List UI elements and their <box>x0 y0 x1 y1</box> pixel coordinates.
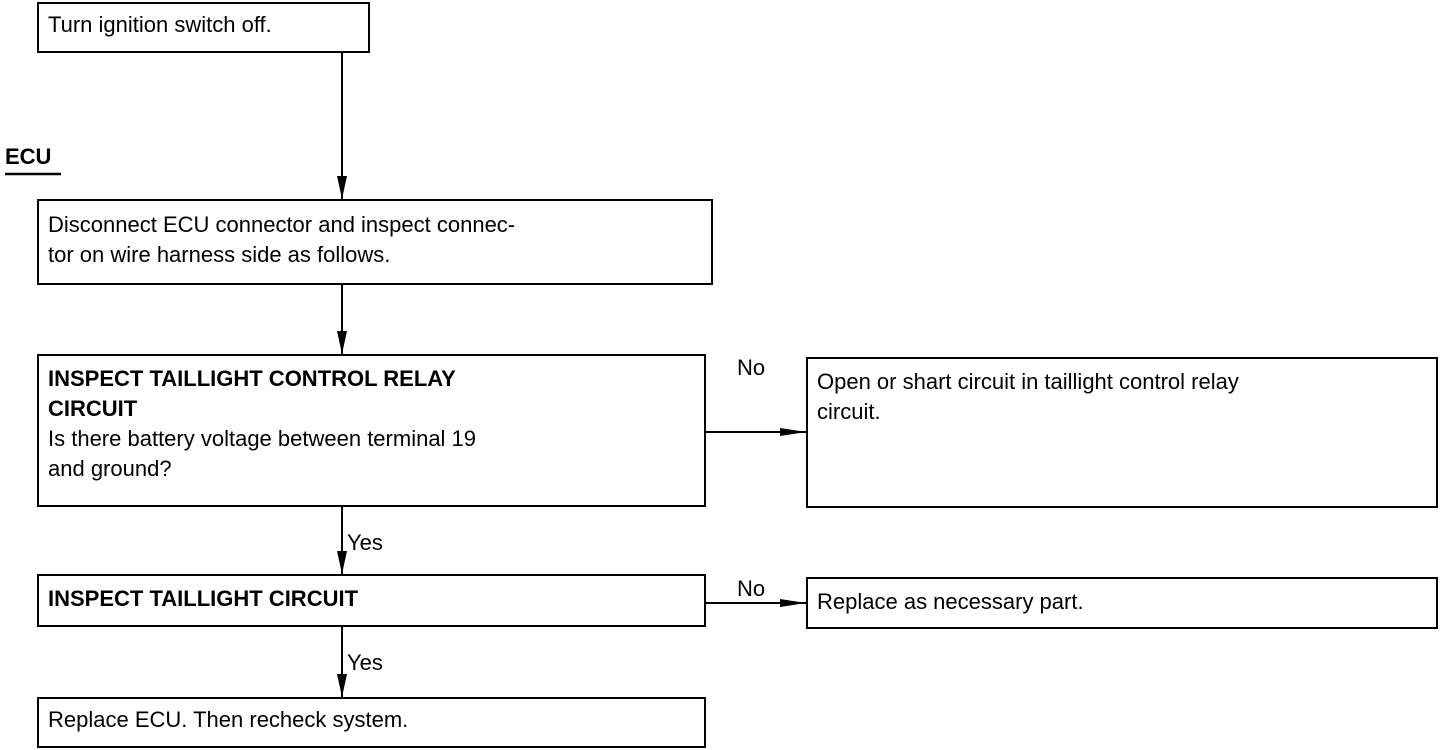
step-inspect-relay: INSPECT TAILLIGHT CONTROL RELAY CIRCUIT … <box>37 354 706 507</box>
arrow-down-icon <box>337 674 347 697</box>
arrow-down-icon <box>337 551 347 574</box>
arrow-right-icon <box>780 428 806 436</box>
result-text: Open or shart circuit in taillight contr… <box>817 369 1239 424</box>
branch-no-label: No <box>737 355 766 380</box>
arrow-right-icon <box>780 599 806 607</box>
result-relay-no: Open or shart circuit in taillight contr… <box>806 357 1438 508</box>
section-label: ECU <box>5 144 52 169</box>
arrow-down-icon <box>337 331 347 354</box>
branch-yes-label: Yes <box>347 530 383 555</box>
step-inspect-taillight: INSPECT TAILLIGHT CIRCUIT <box>37 574 706 627</box>
step-turn-off: Turn ignition switch off. <box>37 2 370 53</box>
step-disconnect: Disconnect ECU connector and inspect con… <box>37 199 713 285</box>
step-question: Is there battery voltage between termina… <box>48 426 477 481</box>
step-text: Disconnect ECU connector and inspect con… <box>48 212 516 267</box>
step-title: INSPECT TAILLIGHT CIRCUIT <box>48 586 359 611</box>
branch-yes-label: Yes <box>347 650 383 675</box>
step-final: Replace ECU. Then recheck system. <box>37 697 706 748</box>
step-text: Turn ignition switch off. <box>48 12 272 37</box>
branch-no-label: No <box>737 576 766 601</box>
step-text: Replace ECU. Then recheck system. <box>48 707 409 732</box>
result-text: Replace as necessary part. <box>817 589 1084 614</box>
result-taillight-no: Replace as necessary part. <box>806 577 1438 629</box>
arrow-down-icon <box>337 176 347 199</box>
step-title: INSPECT TAILLIGHT CONTROL RELAY CIRCUIT <box>48 366 456 421</box>
